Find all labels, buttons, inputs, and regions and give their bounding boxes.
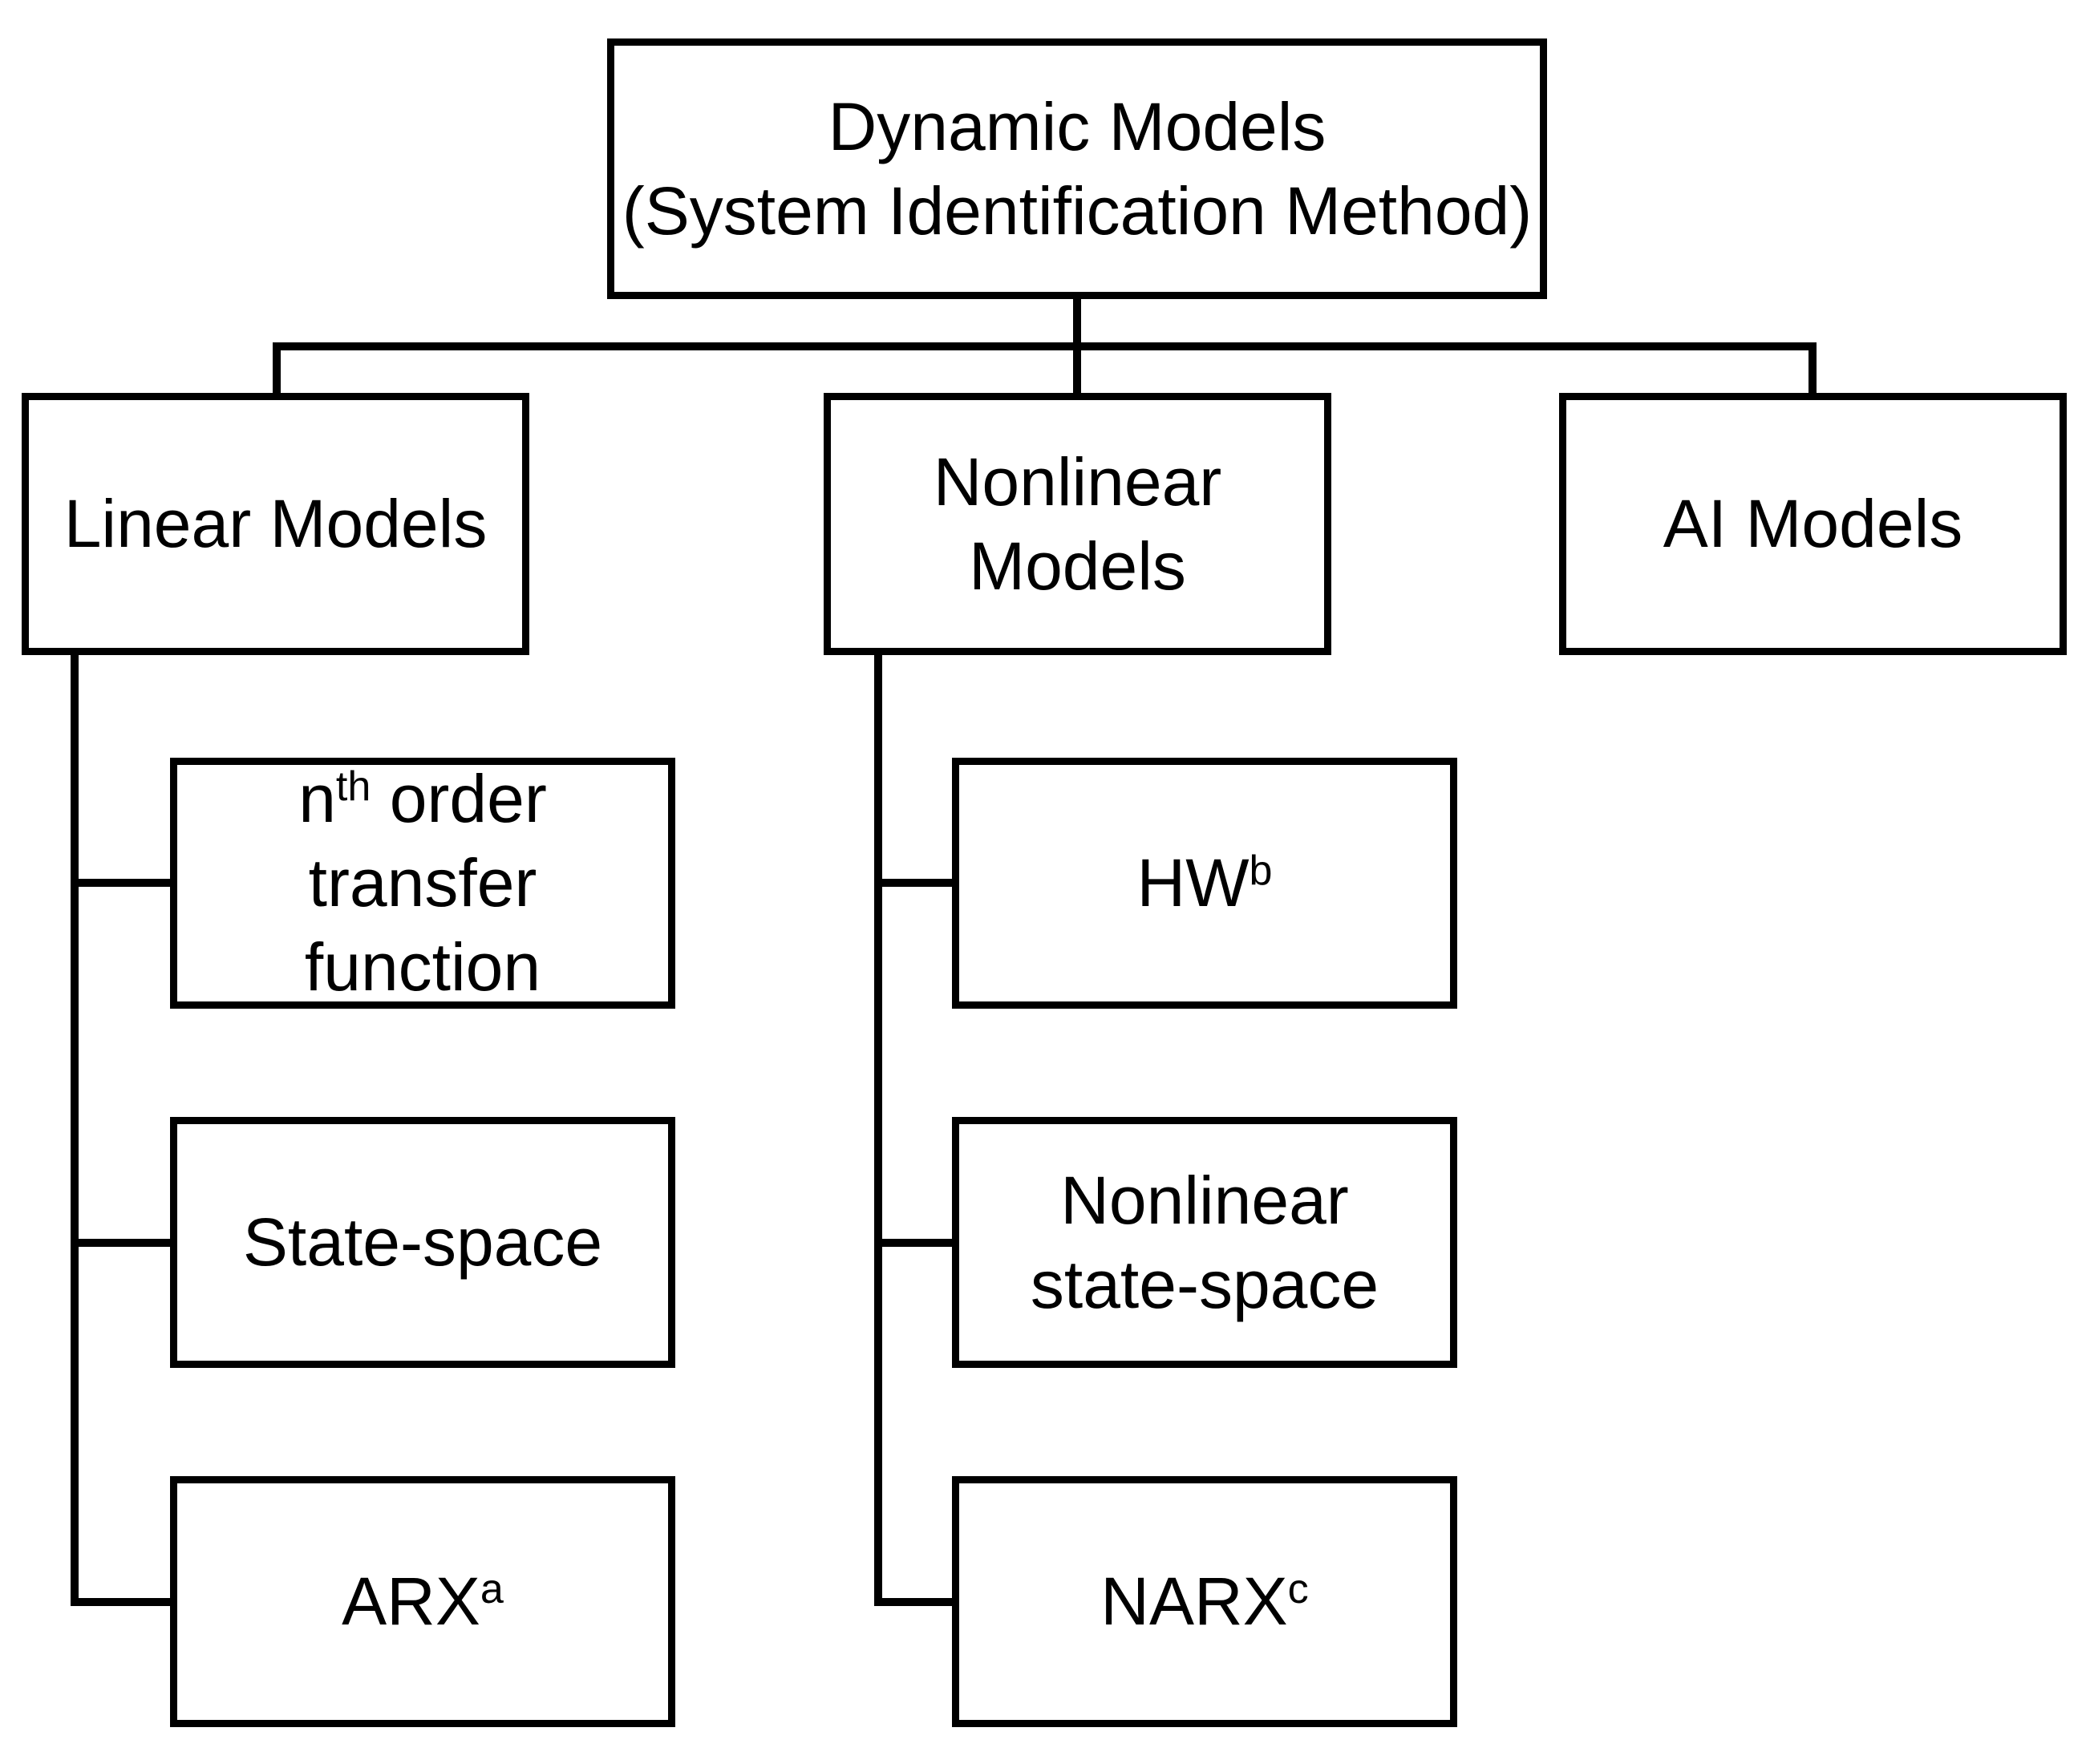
connector-stub-nth-order [71,879,170,887]
node-nonlinear-models-label: Nonlinear Models [933,443,1222,604]
node-hw: HWb [952,758,1457,1009]
connector-distributor-bar [273,342,1817,350]
connector-stub-arx [71,1598,170,1606]
node-hw-label: HWb [1136,845,1273,920]
node-dynamic-models: Dynamic Models (System Identification Me… [607,38,1547,299]
node-linear-models-label: Linear Models [63,486,488,561]
node-state-space: State-space [170,1117,675,1368]
connector-trunk-nonlinear [874,649,882,1606]
node-arx: ARXa [170,1476,675,1727]
connector-trunk-linear [71,649,79,1606]
node-ai-models-label: AI Models [1663,486,1963,561]
connector-stub-state-space [71,1239,170,1247]
node-nonlinear-models: Nonlinear Models [824,393,1331,655]
connector-stub-hw [874,879,952,887]
connector-drop-ai [1808,342,1817,393]
node-nonlinear-state-space-label: Nonlinear state-space [1030,1162,1379,1322]
node-narx-label: NARXc [1100,1564,1309,1639]
node-narx: NARXc [952,1476,1457,1727]
node-nth-order-transfer-function: nth order transfer function [170,758,675,1009]
node-nonlinear-state-space: Nonlinear state-space [952,1117,1457,1368]
node-linear-models: Linear Models [22,393,529,655]
node-arx-label: ARXa [342,1564,504,1639]
connector-stub-narx [874,1598,952,1606]
connector-stub-nonlinear-state-space [874,1239,952,1247]
node-dynamic-models-label: Dynamic Models (System Identification Me… [622,88,1533,249]
connector-drop-linear [273,342,281,393]
node-state-space-label: State-space [242,1204,603,1280]
node-nth-order-transfer-function-label: nth order transfer function [298,761,547,1005]
node-ai-models: AI Models [1559,393,2067,655]
